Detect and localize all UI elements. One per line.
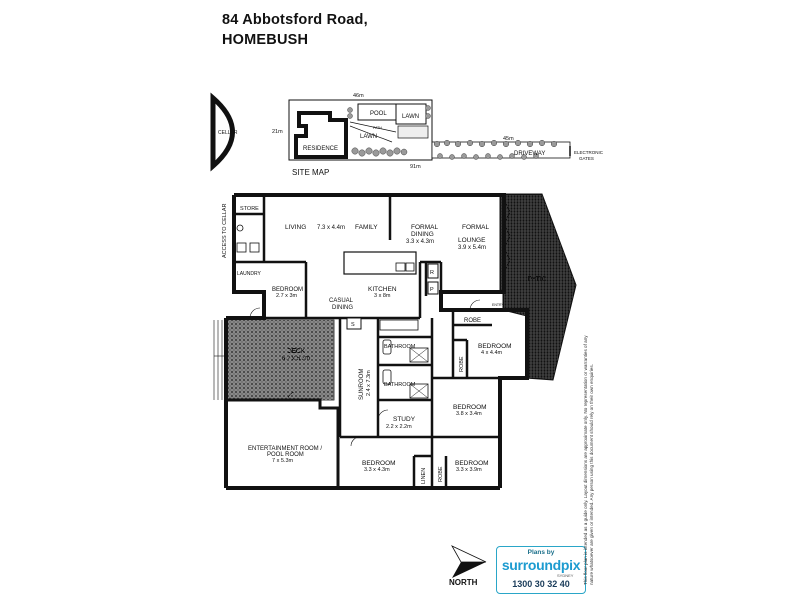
- pool-label: POOL: [370, 111, 387, 117]
- dim-21m: 21m: [272, 129, 283, 135]
- laundry-label: LAUNDRY: [237, 271, 261, 277]
- r-label: R: [430, 270, 434, 276]
- formal-dining-label-1: FORMAL: [411, 224, 438, 231]
- access-to-cellar-label: ACCESS TO CELLAR: [222, 203, 228, 258]
- p-label: P: [430, 287, 434, 293]
- formal-dining-label-2: DINING: [411, 231, 434, 238]
- logo-sub: SYDNEY: [557, 573, 574, 578]
- store-label: STORE: [240, 206, 259, 212]
- dim-91m: 91m: [410, 164, 421, 170]
- site-map-caption: SITE MAP: [292, 168, 329, 177]
- residence-label: RESIDENCE: [303, 146, 338, 152]
- deck-dim: 6.2 x 5.3m: [282, 356, 310, 362]
- disclaimer-text: This floor plan is intended as a guide o…: [583, 335, 594, 585]
- address-line-1: 84 Abbotsford Road,: [222, 12, 368, 28]
- bedroom-d-dim: 3.3 x 4.3m: [364, 467, 390, 473]
- bedroom-e-label: BEDROOM: [455, 460, 489, 467]
- bedroom-c-dim: 3.8 x 3.4m: [456, 411, 482, 417]
- kitchen-label: KITCHEN: [368, 286, 397, 293]
- robe-label-1: ROBE: [464, 318, 481, 324]
- living-dim: 7.3 x 4.4m: [317, 225, 345, 231]
- entertainment-label-1: ENTERTAINMENT ROOM /: [248, 446, 322, 452]
- study-label: STUDY: [393, 416, 416, 423]
- logo-brand: surroundpix: [501, 557, 581, 573]
- lawn-label-1: LAWN: [402, 114, 419, 120]
- robe-label-2: ROBE: [459, 356, 465, 372]
- formal-lounge-label-1: FORMAL: [462, 224, 489, 231]
- dim-45m: 45m: [503, 136, 514, 142]
- address-line-2: HOMEBUSH: [222, 32, 309, 48]
- bedroom-b-label: BEDROOM: [478, 343, 512, 350]
- lawn-label-2: LAWN: [360, 134, 377, 140]
- kitchen-dim: 3 x 8m: [374, 293, 391, 299]
- living-label: LIVING: [285, 224, 306, 231]
- formal-lounge-dim: 3.9 x 5.4m: [458, 245, 486, 251]
- formal-dining-dim: 3.3 x 4.3m: [406, 239, 434, 245]
- entertainment-dim: 7 x 5.3m: [272, 458, 294, 464]
- north-arrow-icon: [451, 545, 487, 578]
- bedroom-c-label: BEDROOM: [453, 404, 487, 411]
- site-map: CELLAR 46m 21m RESIDENCE POOL LAWN PATH …: [210, 92, 604, 177]
- linen-label: LINEN: [421, 468, 427, 484]
- entry-label: ENTRY: [492, 303, 504, 307]
- study-dim: 2.2 x 2.2m: [386, 424, 412, 430]
- logo-plans-by: Plans by: [527, 549, 555, 556]
- driveway-label: DRIVEWAY: [514, 151, 545, 157]
- surroundpix-logo: Plans by surroundpix SYDNEY 1300 30 32 4…: [496, 546, 586, 594]
- bedroom-a-dim: 2.7 x 3m: [276, 293, 298, 299]
- north-label: NORTH: [449, 578, 478, 587]
- deck-label: DECK: [287, 348, 306, 355]
- room-labels: ACCESS TO CELLAR STORE LAUNDRY LIVING 7.…: [222, 203, 547, 484]
- bedroom-e-dim: 3.3 x 3.9m: [456, 467, 482, 473]
- cellar-label: CELLAR: [218, 130, 238, 136]
- gates-label-2: GATES: [579, 156, 594, 161]
- sunroom-dim: 2.4 x 7.3m: [366, 370, 372, 396]
- family-label: FAMILY: [355, 224, 378, 231]
- dim-46m: 46m: [353, 93, 364, 99]
- casual-label: CASUAL: [329, 298, 354, 304]
- robe-label-3: ROBE: [438, 466, 444, 482]
- bedroom-d-label: BEDROOM: [362, 460, 396, 467]
- patio-label: PATIO: [528, 276, 547, 283]
- sunroom-label: SUNROOM: [359, 369, 365, 400]
- gates-label-1: ELECTRONIC: [574, 150, 604, 155]
- bedroom-b-dim: 4 x 4.4m: [481, 350, 503, 356]
- casual-dining-label: DINING: [332, 305, 353, 311]
- bathroom-label-1: BATHROOM: [384, 344, 416, 350]
- bathroom-label-2: BATHROOM: [384, 382, 416, 388]
- main-floor: [213, 193, 577, 490]
- formal-lounge-label-2: LOUNGE: [458, 237, 486, 244]
- entertainment-label-2: POOL ROOM: [267, 452, 304, 458]
- bedroom-a-label: BEDROOM: [272, 287, 303, 293]
- logo-phone: 1300 30 32 40: [512, 579, 570, 589]
- s-label: S: [351, 322, 355, 328]
